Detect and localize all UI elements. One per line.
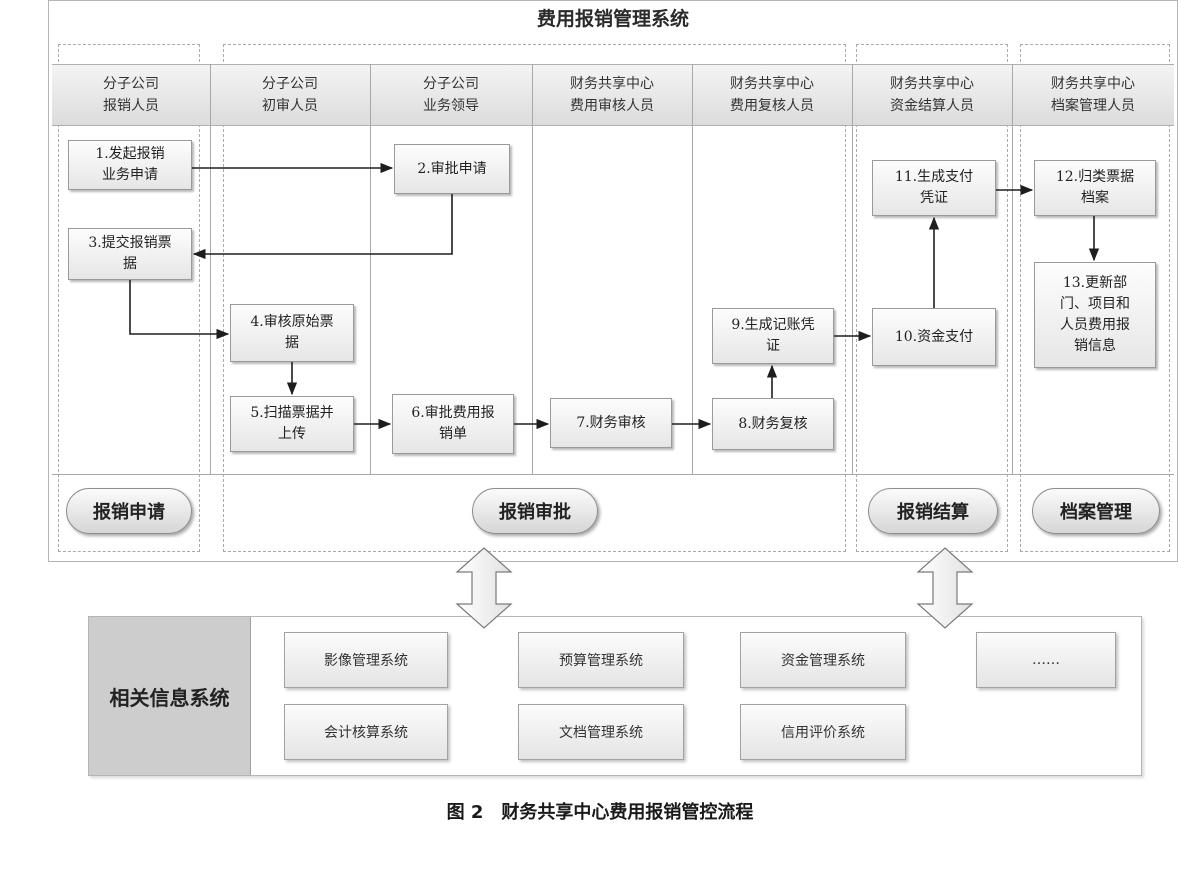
- step-12-archive-receipts[interactable]: 12.归类票据档案: [1034, 160, 1156, 216]
- system-more[interactable]: ……: [976, 632, 1116, 688]
- phase-settle[interactable]: 报销结算: [868, 488, 998, 534]
- lane-divider: [532, 64, 533, 474]
- step-1-initiate-request[interactable]: 1.发起报销业务申请: [68, 140, 192, 190]
- lane-bottom-line: [52, 474, 1174, 475]
- system-accounting[interactable]: 会计核算系统: [284, 704, 448, 760]
- lane-label: 财务共享中心费用复核人员: [730, 76, 814, 114]
- step-7-financial-audit[interactable]: 7.财务审核: [550, 398, 672, 448]
- section-archive: [1020, 44, 1170, 552]
- phase-archive[interactable]: 档案管理: [1032, 488, 1160, 534]
- step-6-approve-expense-form[interactable]: 6.审批费用报销单: [392, 394, 514, 454]
- step-5-scan-upload[interactable]: 5.扫描票据并上传: [230, 396, 354, 452]
- step-10-fund-payment[interactable]: 10.资金支付: [872, 308, 996, 366]
- step-2-approve-request[interactable]: 2.审批申请: [394, 144, 510, 194]
- system-credit-evaluation[interactable]: 信用评价系统: [740, 704, 906, 760]
- phase-apply[interactable]: 报销申请: [66, 488, 192, 534]
- system-document-management[interactable]: 文档管理系统: [518, 704, 684, 760]
- step-3-submit-receipts[interactable]: 3.提交报销票据: [68, 228, 192, 280]
- lane-label: 财务共享中心档案管理人员: [1051, 76, 1135, 114]
- lane-divider: [852, 64, 853, 474]
- step-8-financial-review[interactable]: 8.财务复核: [712, 398, 834, 450]
- system-budget-management[interactable]: 预算管理系统: [518, 632, 684, 688]
- system-image-management[interactable]: 影像管理系统: [284, 632, 448, 688]
- lane-divider: [692, 64, 693, 474]
- step-11-payment-voucher[interactable]: 11.生成支付凭证: [872, 160, 996, 216]
- figure-caption: 图 2 财务共享中心费用报销管控流程: [446, 802, 754, 823]
- lane-label: 分子公司业务领导: [423, 76, 479, 114]
- lane-label: 分子公司报销人员: [103, 76, 159, 114]
- related-systems-label: 相关信息系统: [89, 617, 251, 775]
- step-9-generate-voucher[interactable]: 9.生成记账凭证: [712, 308, 834, 364]
- system-fund-management[interactable]: 资金管理系统: [740, 632, 906, 688]
- lane-header-row: [52, 64, 1174, 126]
- lane-divider: [210, 64, 211, 474]
- phase-approve[interactable]: 报销审批: [472, 488, 598, 534]
- lane-divider: [370, 64, 371, 474]
- step-13-update-expense-info[interactable]: 13.更新部门、项目和人员费用报销信息: [1034, 262, 1156, 368]
- step-4-verify-receipts[interactable]: 4.审核原始票据: [230, 304, 354, 362]
- system-title: 费用报销管理系统: [536, 8, 689, 30]
- lane-label: 分子公司初审人员: [262, 76, 318, 114]
- lane-label: 财务共享中心资金结算人员: [890, 76, 974, 114]
- lane-label: 财务共享中心费用审核人员: [570, 76, 654, 114]
- lane-divider: [1012, 64, 1013, 474]
